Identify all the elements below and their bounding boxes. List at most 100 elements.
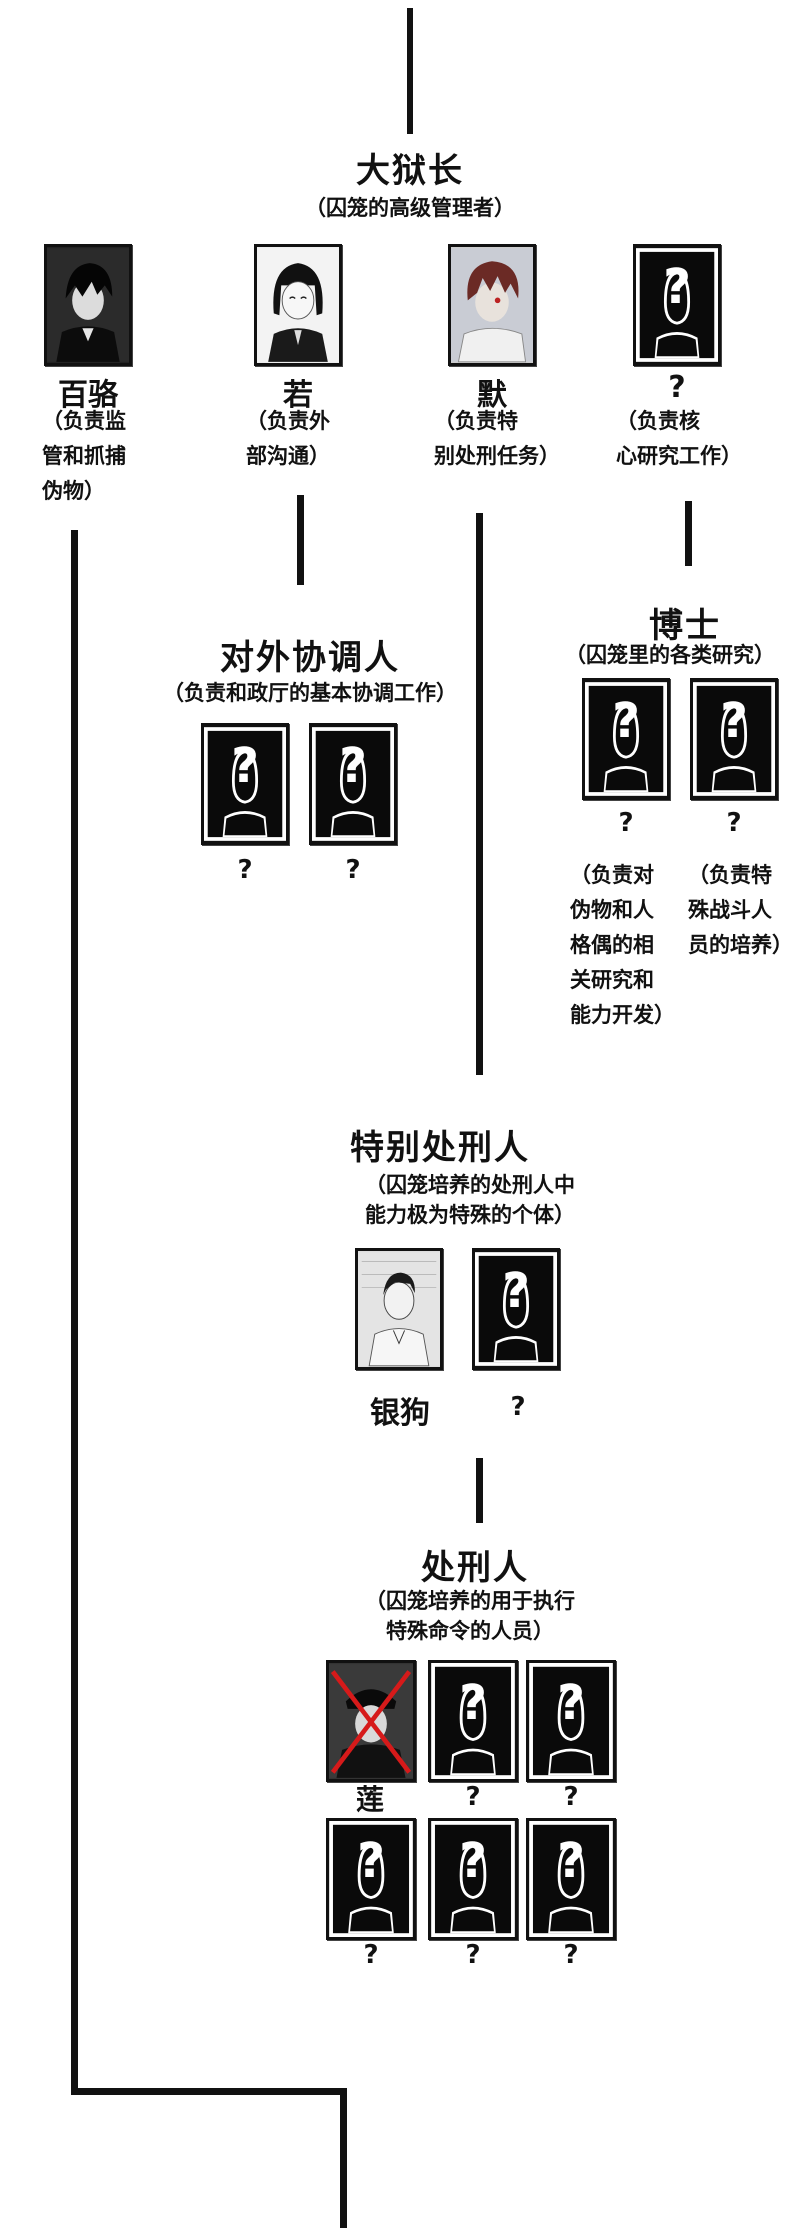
executioner-name-4: ? — [363, 1940, 379, 1970]
portrait-doctor-1: ? — [582, 678, 670, 800]
desc-line: 关研究和 — [570, 968, 654, 992]
yingou-portrait-art — [358, 1252, 440, 1367]
doctor-name-1: ? — [618, 808, 634, 838]
desc-line: （负责对 — [570, 863, 654, 887]
line-special-down — [476, 1458, 483, 1523]
leader-name-bailuo: 百骆 — [58, 378, 118, 413]
unknown-question-icon: ? — [502, 1263, 530, 1319]
portrait-yingou — [355, 1248, 443, 1370]
executioners-subtitle: （囚笼培养的用于执行 特殊命令的人员） — [330, 1586, 610, 1646]
line-ruo-down — [297, 495, 304, 585]
mo-portrait-art — [451, 248, 533, 363]
silhouette-icon — [585, 682, 667, 796]
executioners-title: 处刑人 — [421, 1548, 529, 1588]
silhouette-icon — [636, 248, 718, 362]
desc-line: （负责特 — [688, 863, 772, 887]
leader-name-mo: 默 — [477, 378, 507, 413]
portrait-mo — [448, 244, 536, 366]
leader-name-ruo: 若 — [283, 378, 313, 413]
silhouette-fill — [713, 708, 755, 791]
portrait-coordinator-1: ? — [201, 723, 289, 845]
desc-line: 能力开发） — [570, 1003, 675, 1027]
desc-line: 管和抓捕 — [42, 444, 126, 468]
unknown-question-icon: ? — [339, 738, 367, 794]
silhouette-icon — [431, 1821, 515, 1937]
portrait-executioner-3: ? — [526, 1660, 616, 1782]
executioner-name-6: ? — [563, 1940, 579, 1970]
desc-line: 员的培养） — [688, 933, 793, 957]
portrait-bailuo — [44, 244, 132, 366]
line-bottom-horizontal — [71, 2088, 347, 2095]
desc-line: 伪物） — [42, 479, 105, 503]
silhouette-fill — [452, 1689, 494, 1774]
executioner-name-lian: 莲 — [355, 1783, 384, 1816]
desc-line: 殊战斗人 — [688, 898, 772, 922]
special-title: 特别处刑人 — [350, 1128, 530, 1168]
silhouette-icon — [529, 1663, 613, 1779]
subtitle-line: （囚笼培养的用于执行 — [365, 1589, 575, 1613]
portrait-special-unknown: ? — [472, 1248, 560, 1370]
silhouette-fill — [495, 1278, 537, 1361]
portrait-lian — [326, 1660, 416, 1782]
coordinators-subtitle: （负责和政厅的基本协调工作） — [163, 681, 457, 705]
silhouette-fill — [605, 708, 647, 791]
silhouette-fill — [452, 1847, 494, 1932]
portrait-executioner-5: ? — [428, 1818, 518, 1940]
doctor-name-2: ? — [726, 808, 742, 838]
desc-line: 伪物和人 — [570, 898, 654, 922]
line-bailuo-down — [71, 530, 78, 2095]
warden-title: 大狱长 — [356, 151, 464, 191]
portrait-ruo — [254, 244, 342, 366]
silhouette-icon — [431, 1663, 515, 1779]
deceased-cross-icon — [330, 1670, 412, 1774]
executioner-name-3: ? — [563, 1782, 579, 1812]
desc-line: （负责核 — [616, 409, 700, 433]
silhouette-icon — [693, 682, 775, 796]
special-subtitle: （囚笼培养的处刑人中 能力极为特殊的个体） — [320, 1170, 620, 1230]
desc-line: 部沟通） — [246, 444, 330, 468]
silhouette-fill — [550, 1689, 592, 1774]
portrait-executioner-4: ? — [326, 1818, 416, 1940]
unknown-question-icon: ? — [459, 1675, 487, 1731]
ruo-portrait-art — [257, 248, 339, 362]
unknown-question-icon: ? — [557, 1833, 585, 1889]
line-mo-down — [476, 513, 483, 1075]
portrait-executioner-6: ? — [526, 1818, 616, 1940]
unknown-question-icon: ? — [720, 693, 748, 749]
portrait-executioner-2: ? — [428, 1660, 518, 1782]
leader-desc-core: （负责核 心研究工作） — [616, 404, 742, 474]
desc-line: （负责特 — [434, 409, 518, 433]
subtitle-line: （囚笼培养的处刑人中 — [365, 1173, 575, 1197]
silhouette-icon — [204, 727, 286, 841]
doctors-title: 博士 — [649, 606, 721, 646]
special-name-unknown: ? — [510, 1392, 526, 1422]
line-core-down — [685, 501, 692, 566]
desc-line: （负责外 — [246, 409, 330, 433]
silhouette-icon — [312, 727, 394, 841]
special-name-yingou: 银狗 — [370, 1396, 430, 1431]
silhouette-fill — [332, 753, 374, 836]
silhouette-icon — [475, 1252, 557, 1366]
bailuo-portrait-art — [47, 248, 129, 362]
line-bottom-down — [340, 2088, 347, 2228]
desc-line: 格偶的相 — [570, 933, 654, 957]
silhouette-fill — [656, 274, 698, 357]
leader-desc-ruo: （负责外 部沟通） — [246, 404, 330, 474]
doctor-desc-1: （负责对 伪物和人 格偶的相 关研究和 能力开发） — [570, 858, 675, 1033]
desc-line: （负责监 — [42, 409, 126, 433]
coordinators-title: 对外协调人 — [220, 638, 400, 678]
leader-desc-bailuo: （负责监 管和抓捕 伪物） — [42, 404, 126, 509]
unknown-question-icon: ? — [612, 693, 640, 749]
unknown-question-icon: ? — [557, 1675, 585, 1731]
silhouette-fill — [224, 753, 266, 836]
doctors-subtitle: （囚笼里的各类研究） — [565, 643, 775, 667]
portrait-doctor-2: ? — [690, 678, 778, 800]
portrait-coordinator-2: ? — [309, 723, 397, 845]
silhouette-fill — [350, 1847, 392, 1932]
leader-name-core: ? — [668, 370, 686, 405]
coordinator-name-2: ? — [345, 855, 361, 885]
subtitle-line: 特殊命令的人员） — [386, 1619, 554, 1643]
unknown-question-icon: ? — [459, 1833, 487, 1889]
warden-subtitle: （囚笼的高级管理者） — [305, 196, 515, 220]
doctor-desc-2: （负责特 殊战斗人 员的培养） — [688, 858, 793, 963]
